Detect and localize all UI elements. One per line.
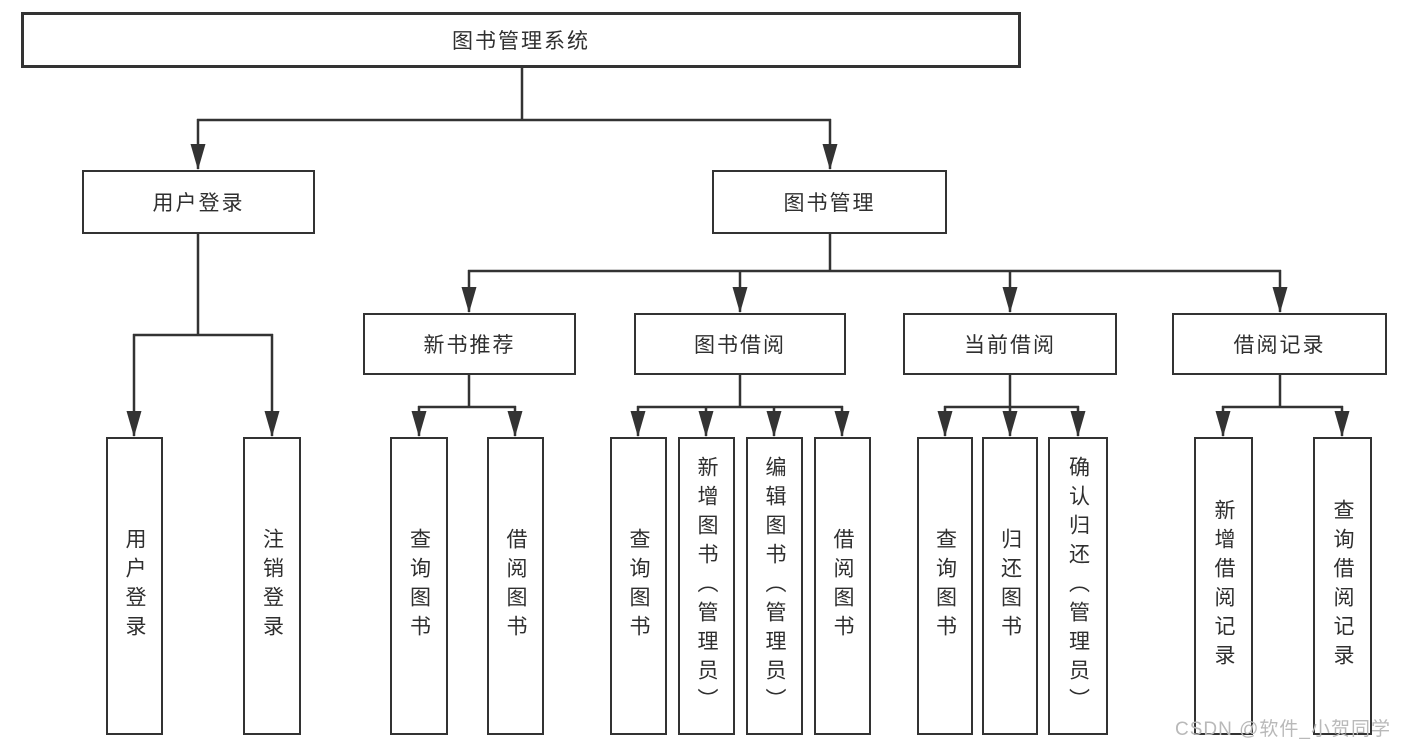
node-label: 用户登录 bbox=[123, 528, 146, 644]
connector-book-mgmt-children bbox=[461, 234, 1288, 313]
leaf-bb-add-books-admin: 新增图书（管理员） bbox=[678, 437, 735, 735]
leaf-bb-borrow-books: 借阅图书 bbox=[814, 437, 871, 735]
node-label: 确认归还（管理员） bbox=[1066, 455, 1090, 717]
node-label: 图书管理 bbox=[783, 192, 876, 215]
node-label: 新书推荐 bbox=[423, 334, 516, 357]
leaf-bb-edit-books-admin: 编辑图书（管理员） bbox=[746, 437, 803, 735]
connector-user-login-children bbox=[126, 234, 280, 437]
node-label: 新增图书（管理员） bbox=[695, 455, 718, 717]
node-label: 图书借阅 bbox=[694, 334, 786, 357]
node-user-login: 用户登录 bbox=[82, 170, 315, 234]
node-borrow-records: 借阅记录 bbox=[1172, 313, 1387, 375]
connector-current-borrow-children bbox=[937, 375, 1086, 437]
leaf-user-login: 用户登录 bbox=[106, 437, 163, 735]
node-label: 借阅图书 bbox=[831, 528, 854, 644]
node-label: 编辑图书（管理员） bbox=[763, 455, 786, 717]
node-label: 注销登录 bbox=[260, 528, 284, 644]
leaf-br-query-record: 查询借阅记录 bbox=[1313, 437, 1372, 735]
node-label: 用户登录 bbox=[152, 192, 245, 215]
node-label: 借阅图书 bbox=[504, 528, 527, 644]
leaf-nb-borrow-books: 借阅图书 bbox=[487, 437, 544, 735]
node-book-management: 图书管理 bbox=[712, 170, 947, 234]
node-current-borrow: 当前借阅 bbox=[903, 313, 1117, 375]
node-label: 归还图书 bbox=[998, 528, 1022, 644]
leaf-cb-confirm-return-admin: 确认归还（管理员） bbox=[1048, 437, 1108, 735]
node-label: 查询图书 bbox=[407, 528, 431, 644]
node-new-book-recommend: 新书推荐 bbox=[363, 313, 576, 375]
node-root: 图书管理系统 bbox=[21, 12, 1021, 68]
connector-borrow-records-children bbox=[1215, 375, 1350, 437]
connector-book-borrow-children bbox=[630, 375, 850, 437]
connector-root-to-level2 bbox=[190, 68, 838, 170]
node-label: 查询图书 bbox=[933, 528, 957, 644]
connector-new-book-children bbox=[411, 375, 523, 437]
leaf-bb-query-books: 查询图书 bbox=[610, 437, 667, 735]
node-label: 图书管理系统 bbox=[452, 30, 590, 53]
node-label: 新增借阅记录 bbox=[1212, 499, 1235, 673]
leaf-cb-query-books: 查询图书 bbox=[917, 437, 973, 735]
node-label: 借阅记录 bbox=[1233, 334, 1326, 357]
csdn-watermark: CSDN @软件_小贺同学 bbox=[1175, 719, 1391, 740]
leaf-nb-query-books: 查询图书 bbox=[390, 437, 448, 735]
leaf-logout-login: 注销登录 bbox=[243, 437, 301, 735]
leaf-cb-return-books: 归还图书 bbox=[982, 437, 1038, 735]
leaf-br-add-record: 新增借阅记录 bbox=[1194, 437, 1253, 735]
node-label: 查询图书 bbox=[627, 528, 650, 644]
node-book-borrow: 图书借阅 bbox=[634, 313, 846, 375]
node-label: 查询借阅记录 bbox=[1331, 499, 1354, 673]
node-label: 当前借阅 bbox=[964, 334, 1056, 357]
